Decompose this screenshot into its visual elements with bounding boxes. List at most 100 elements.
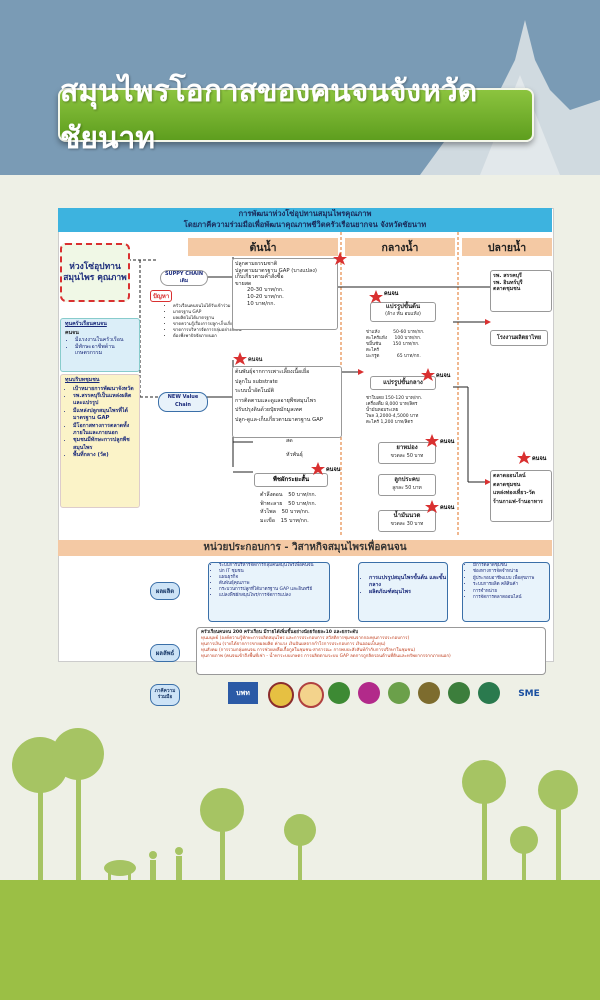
outcome-box: ครัวเรือนคนจน 200 ครัวเรือน มีรายได้เพิ่… xyxy=(196,627,546,675)
mid-price-row: เครื่องดื่ม 8,000 บาท/ลิตร xyxy=(366,402,458,408)
output-item: ระบบการบริหารจัดการกลุ่มคนสมุนไพรเพื่อคน… xyxy=(219,563,329,569)
old-chain-item: ปลูกตามธรรมชาติ xyxy=(235,261,278,267)
new-chain-item: ต้นพันธุ์จากการเพาะเลี้ยงเนื้อเยื่อ xyxy=(235,369,310,375)
product-balm: ยาหม่อง ขวดละ 50 บาท xyxy=(378,442,436,464)
dried-price: 65 บาท/กก. xyxy=(396,354,421,359)
outcome-line: ทุนการเงิน (รายได้จากการขายผลผลิต ค่าแรง… xyxy=(201,642,386,647)
output-item: ปก IT ชุมชน xyxy=(219,569,329,575)
hospital-box: รพ. สรรคบุรี รพ. อินทร์บุรี ตลาดชุมชน xyxy=(490,270,552,312)
community-item: มีแหล่งปลูกสมุนไพรที่ได้มาตรฐาน GAP xyxy=(73,408,139,423)
output-item: การแปรรูปสมุนไพรขั้นต้น และขั้นกลาง xyxy=(369,575,447,589)
dried-price-row: ตะไคร้ xyxy=(366,348,456,354)
partners-label: ภาคีความร่วมมือ xyxy=(150,684,180,706)
community-item: รพ.สรรคบุรีเป็นแหล่งผลิตและแปรรูป xyxy=(73,393,139,408)
poor-tag-mid-1: คนจน xyxy=(384,291,399,297)
product-balm-price: ขวดละ 50 บาท xyxy=(390,454,424,459)
varieties-title: พืชผักระยะสั้น xyxy=(254,473,328,487)
market-item: ตลาดชุมชน xyxy=(493,481,521,488)
partner-logo-7 xyxy=(418,682,440,704)
outcome-line: ทุนกายภาพ (คนจนเข้าถึงพื้นที่เช่า - น้ำห… xyxy=(201,654,451,659)
mid-process-title: แปรรูปขั้นกลาง xyxy=(370,376,436,390)
output-item: แผนธุรกิจ xyxy=(219,575,329,581)
variety-row: มะเขือ 15 บาท/กก. xyxy=(260,518,340,525)
community-item: ชุมชนมีทักษะการปลูกพืชสมุนไพร xyxy=(73,437,139,452)
poor-tag-upstream: คนจน xyxy=(248,357,263,363)
output-box-1: ระบบการบริหารจัดการกลุ่มคนสมุนไพรเพื่อคน… xyxy=(208,562,330,622)
household-item: มีทักษะอาชีพด้านเกษตรกรรม xyxy=(75,344,139,357)
community-item: มีโอกาสทางการตลาดทั้งภายในและภายนอก xyxy=(73,423,139,438)
problem-label: ปัญหา xyxy=(150,290,173,302)
partner-logo-9 xyxy=(478,682,500,704)
dried-product: มะกรูด xyxy=(366,354,380,359)
header-line2: โดยภาคีความร่วมมือเพื่อพัฒนาคุณภาพชีวิตค… xyxy=(183,220,427,229)
dried-product: ข่าแห้ง xyxy=(366,330,380,335)
mid-price-row: ไพล 3,2000-4,5000 บาท xyxy=(366,414,458,420)
mid-price: 1,200 บาท/ลิตร xyxy=(380,420,413,425)
tuber-label: หัวพันธุ์ xyxy=(286,452,303,458)
community-item: เป้าหมายการพัฒนาจังหวัด xyxy=(73,386,139,393)
dried-price-row: ขมิ้นชัน 150 บาท/กก. xyxy=(366,342,456,348)
partner-logo-5 xyxy=(358,682,380,704)
page-title: สมุนไพรโอกาสของคนจนจังหวัดชัยนาท xyxy=(60,75,478,155)
mid-price: 8,000 บาท/ลิตร xyxy=(385,402,418,407)
old-chain-item: ขายสด xyxy=(235,280,252,287)
variety-price: 50 บาท/กก. xyxy=(288,492,317,498)
dried-product: ตะไคร้ xyxy=(366,348,380,353)
landscape-silhouette xyxy=(0,728,600,1000)
household-title: ทุนครัวเรือนคนจน xyxy=(65,321,107,327)
output-item: มีการตลาดชุมชน xyxy=(473,563,549,569)
dried-product: ขมิ้นชัน xyxy=(366,342,382,347)
markets-box: ตลาดออนไลน์ ตลาดชุมชน แหล่งท่องเที่ยว-วั… xyxy=(490,470,552,522)
mid-price: 3,2000-4,5000 บาท xyxy=(375,414,419,419)
community-capital-box: ทุนบริบทชุมชน เป้าหมายการพัฒนาจังหวัด รพ… xyxy=(60,374,140,508)
outcome-label: ผลลัพธ์ xyxy=(150,644,180,662)
household-item: มีแรงงานในครัวเรือน xyxy=(75,337,139,344)
mid-price-row: ตะไคร้ 1,200 บาท/ลิตร xyxy=(366,420,458,426)
household-sub: คนจน xyxy=(65,329,79,336)
product-compress: ลูกประคบ ลูกละ 50 บาท xyxy=(378,474,436,496)
old-supply-chain-label: SUPPY CHAIN เดิม xyxy=(160,270,208,286)
problem-item: ต้องพึ่งพาปัจจัยภายนอก xyxy=(173,334,249,340)
new-chain-item: ปรับปรุงดินด้วยปุ๋ยหมักมูลเทศ xyxy=(235,407,302,414)
varieties-list: ตำลึงตอน 50 บาท/กก. ฟ้าทะลาย 50 บาท/กก. … xyxy=(260,492,340,524)
supply-chain-title: ห่วงโซ่อุปทาน สมุนไพร คุณภาพ xyxy=(63,261,127,283)
partner-logo-8 xyxy=(448,682,470,704)
dried-title: แปรรูปขั้นต้น (ล้าง หั่น อบแห้ง) xyxy=(370,302,436,322)
header-line1: การพัฒนาห่วงโซ่อุปทานสมุนไพรคุณภาพ xyxy=(238,209,372,218)
dried-product: ตะไคร้แห้ง xyxy=(366,336,388,341)
output-item: กระบวนการปลูกที่ได้มาตรฐาน GAP และอินทรี… xyxy=(219,587,329,593)
variety-row: ตำลึงตอน 50 บาท/กก. xyxy=(260,492,340,499)
output-item: ผู้ประกอบอาชีพแบบ เพื่อสุขภาพ xyxy=(473,576,549,582)
mid-product: ชาใบเตย xyxy=(366,396,384,401)
community-item: พื้นที่กลาง (วัด) xyxy=(73,452,139,459)
enterprise-title: หน่วยประกอบการ - วิสาหกิจสมุนไพรเพื่อคนจ… xyxy=(58,540,552,556)
dried-price: 50-60 บาท/กก. xyxy=(393,330,425,335)
old-price: 10 บาท/กก. xyxy=(247,300,276,307)
variety-price: 15 บาท/กก. xyxy=(280,517,309,524)
hospital-item: ตลาดชุมชน xyxy=(493,286,521,293)
product-balm-name: ยาหม่อง xyxy=(396,444,418,451)
market-item: ร้านกาแฟ-ร้านอาหาร xyxy=(493,498,543,505)
poor-tag-mid-3: คนจน xyxy=(440,439,455,445)
product-oil-name: น้ำมันนวด xyxy=(393,512,421,519)
variety-name: ฟ้าทะลาย xyxy=(260,500,283,507)
problem-item: ขาดการบริหารจัดการกลุ่มอย่างยั่งยืน xyxy=(173,328,249,334)
poor-tag-varieties: คนจน xyxy=(326,467,341,473)
partner-logo-6 xyxy=(388,682,410,704)
title-banner: สมุนไพรโอกาสของคนจนจังหวัดชัยนาท xyxy=(58,75,534,155)
new-value-chain-label: NEW Value Chain xyxy=(158,392,208,412)
diagram-header: การพัฒนาห่วงโซ่อุปทานสมุนไพรคุณภาพ โดยภา… xyxy=(58,208,552,232)
new-chain-item: ระบบน้ำอัตโนมัติ xyxy=(235,388,275,395)
dried-title-text: แปรรูปขั้นต้น xyxy=(385,303,421,310)
partner-logo-pmuc: บพท xyxy=(228,682,258,704)
supply-chain-title-box: ห่วงโซ่อุปทาน สมุนไพร คุณภาพ xyxy=(60,243,130,302)
output-box-3: มีการตลาดชุมชน ช่องทางการจัดจำหน่าย ผู้ป… xyxy=(462,562,550,622)
product-compress-price: ลูกละ 50 บาท xyxy=(392,486,422,491)
dried-price: 150 บาท/กก. xyxy=(392,342,420,347)
factory-box: โรงงานผลิตยาไทย xyxy=(490,330,548,346)
variety-price: 50 บาท/กก. xyxy=(288,500,317,507)
dried-price-row: ตะไคร้แห้ง 100 บาท/กก. xyxy=(366,336,456,342)
partner-logo-sme: SME xyxy=(518,689,540,699)
poor-tag-mid-4: คนจน xyxy=(440,505,455,511)
variety-row: หัวไพล 50 บาท/กก. xyxy=(260,509,340,516)
